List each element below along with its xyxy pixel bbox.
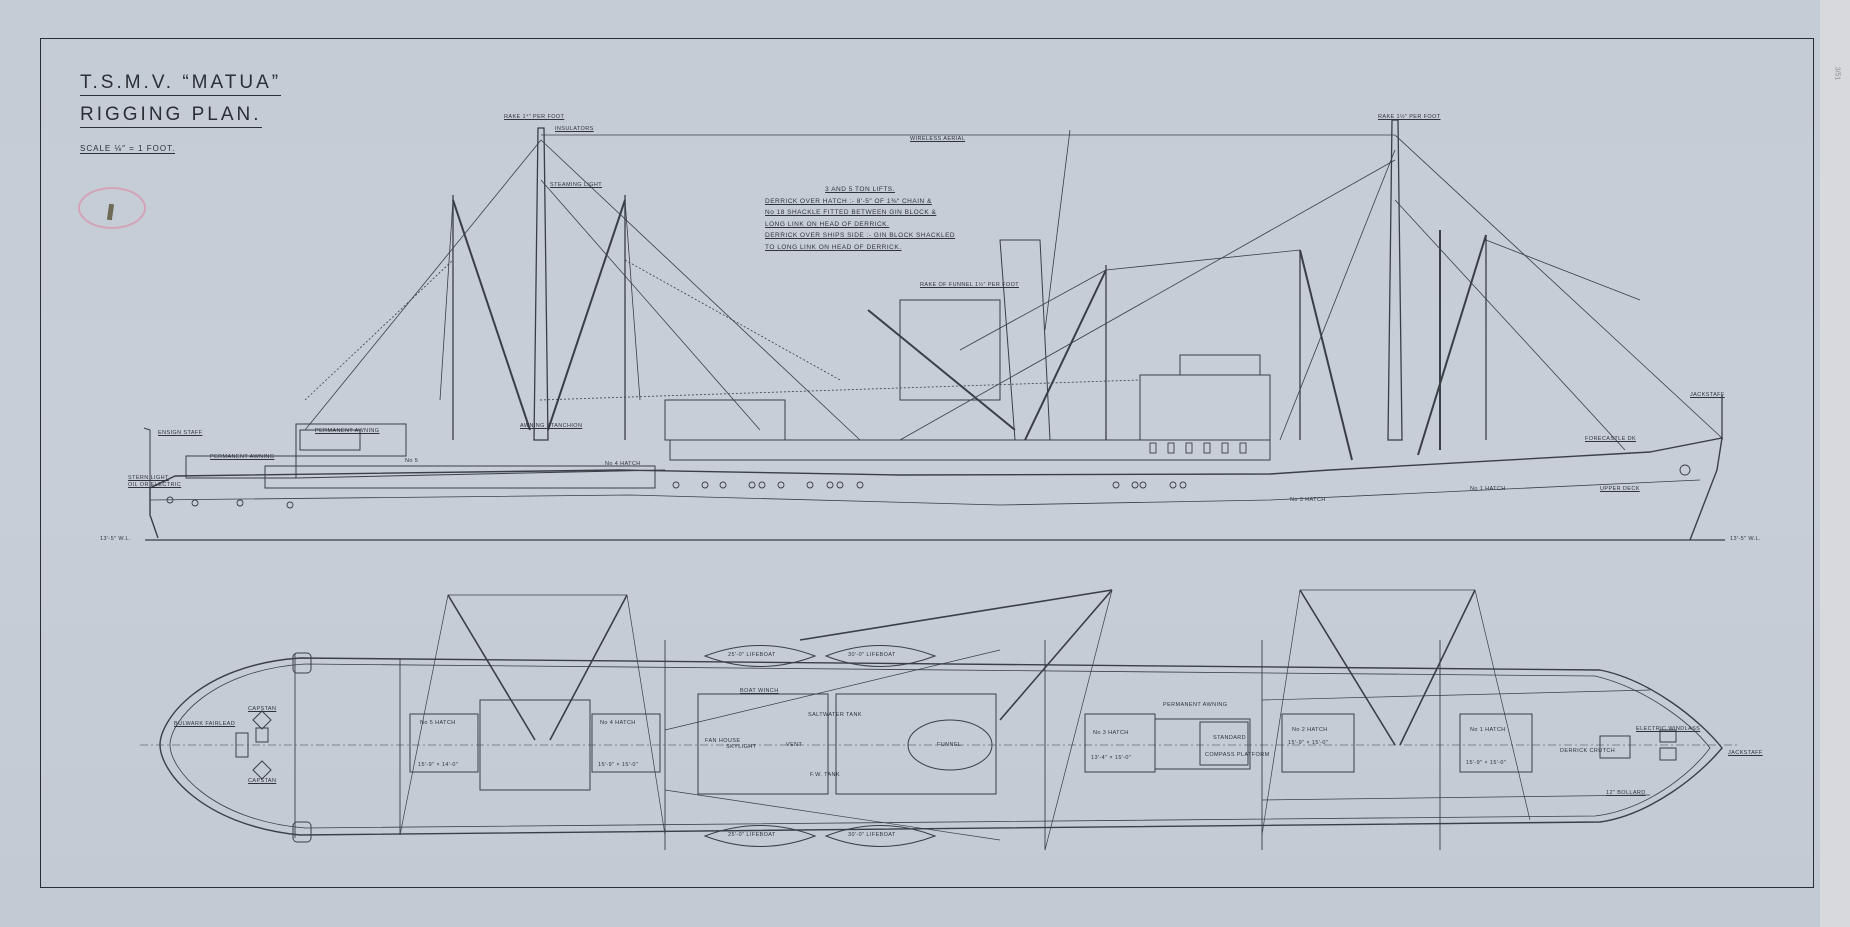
capstan-label: CAPSTAN: [248, 778, 277, 784]
hatch-no5-label: No 5 HATCH: [420, 720, 456, 726]
lifeboat-label: 30′-0″ LIFEBOAT: [848, 652, 896, 658]
standard-compass-label: STANDARD: [1213, 735, 1247, 741]
hatch-no2-label: No 2 HATCH: [1292, 727, 1328, 733]
electric-windlass-label: ELECTRIC WINDLASS: [1636, 726, 1701, 732]
note-line: LONG LINK ON HEAD OF DERRICK.: [765, 220, 890, 228]
forecastle-deck-label: FORECASTLE DK: [1585, 436, 1637, 442]
note-line: TO LONG LINK ON HEAD OF DERRICK.: [765, 243, 902, 251]
steaming-light-label: STEAMING LIGHT: [550, 182, 603, 188]
permanent-awning-plan-label: PERMANENT AWNING: [1163, 702, 1228, 708]
ensign-staff-label: ENSIGN STAFF: [158, 430, 203, 436]
hatch-no4: [591, 713, 661, 773]
lifts-note: 3 AND 5 TON LIFTS. DERRICK OVER HATCH :-…: [765, 184, 955, 253]
lifeboat-label: 30′-0″ LIFEBOAT: [848, 832, 896, 838]
hatch-no1-elev-label: No 1 HATCH: [1470, 486, 1506, 492]
hatch-no4-label: No 4 HATCH: [600, 720, 636, 726]
hatch-no4-size: 15′-9″ × 15′-0″: [598, 762, 639, 768]
hatch-no2: [1281, 713, 1355, 773]
hatch-no3-size: 13′-4″ × 15′-0″: [1091, 755, 1132, 761]
hatch-no2-size: 15′-9″ × 15′-0″: [1288, 740, 1329, 746]
hatch-no1-size: 15′-9″ × 15′-0″: [1466, 760, 1507, 766]
lifeboat-label: 25′-0″ LIFEBOAT: [728, 832, 776, 838]
elevation-view: [143, 119, 1725, 541]
hatch-no3-elev-label: No 3 HATCH: [1290, 497, 1326, 503]
wireless-aerial-label: WIRELESS AERIAL: [910, 136, 966, 142]
permanent-awning-aft-label: PERMANENT AWNING: [210, 454, 275, 460]
jackstaff-plan-label: JACKSTAFF: [1728, 750, 1763, 756]
plan-title: RIGGING PLAN.: [80, 104, 262, 128]
drawing-border: [40, 38, 1814, 888]
fw-tank-label: F.W. TANK: [810, 772, 840, 778]
permanent-awning-label: PERMANENT AWNING: [315, 428, 380, 434]
scale-note: SCALE ⅛″ = 1 FOOT.: [80, 144, 176, 154]
hatch-no1-label: No 1 HATCH: [1470, 727, 1506, 733]
lifeboat-label: 25′-0″ LIFEBOAT: [728, 652, 776, 658]
compass-platform-label: COMPASS PLATFORM: [1205, 752, 1270, 758]
funnel-rake-label: RAKE OF FUNNEL 1½″ PER FOOT: [920, 282, 1020, 288]
salt-water-tank-label: SALTWATER TANK: [808, 712, 862, 718]
skylight-label: SKYLIGHT: [726, 744, 757, 750]
aft-mast-rake-label: RAKE 1⁴″ PER FOOT: [504, 114, 565, 120]
fore-mast-rake-label: RAKE 1½″ PER FOOT: [1378, 114, 1441, 120]
hatch-no3: [1084, 713, 1156, 773]
title-block: T.S.M.V. “MATUA” RIGGING PLAN. SCALE ⅛″ …: [80, 72, 282, 156]
hatch-no5: [409, 713, 479, 773]
hatch-no4-elev-label: No 4 HATCH: [605, 461, 641, 467]
bollard-label: 12″ BOLLARD: [1606, 790, 1646, 796]
upper-deck-label: UPPER DECK: [1600, 486, 1640, 492]
note-line: DERRICK OVER SHIPS SIDE :- GIN BLOCK SHA…: [765, 232, 956, 239]
capstan-label: CAPSTAN: [248, 706, 277, 712]
jackstaff-label: JACKSTAFF: [1690, 392, 1725, 398]
hatch-no3-label: No 3 HATCH: [1093, 730, 1129, 736]
stern-light-label: STERN LIGHT: [128, 475, 169, 481]
hatch-no1: [1459, 713, 1533, 773]
derrick-crutch-label: DERRICK CRUTCH: [1560, 748, 1616, 754]
waterline-fwd-label: 13′-5″ W.L.: [1730, 536, 1761, 542]
hatch-no5-size: 15′-9″ × 14′-0″: [418, 762, 459, 768]
awning-stanchion-label: AWNING STANCHION: [520, 423, 583, 429]
stern-light-type-label: OIL OR ELECTRIC: [128, 482, 182, 488]
vessel-title: T.S.M.V. “MATUA”: [80, 72, 282, 96]
vent-label: VENT: [786, 742, 803, 748]
sheet-edge: [1820, 0, 1850, 927]
note-line: No 18 SHACKLE FITTED BETWEEN GIN BLOCK &: [765, 209, 937, 216]
plan-view: [140, 589, 1740, 851]
bulwark-fairlead-label: BULWARK FAIRLEAD: [174, 721, 236, 727]
boat-winch-label: BOAT WINCH: [740, 688, 779, 694]
funnel-label: FUNNEL: [937, 742, 962, 748]
hatch-no5-elev-label: No 5: [405, 458, 419, 464]
waterline-aft-label: 13′-5″ W.L.: [100, 536, 131, 542]
fan-house-label: FAN HOUSE: [705, 738, 741, 744]
note-heading: 3 AND 5 TON LIFTS.: [825, 186, 895, 193]
oval-stamp: [78, 187, 146, 229]
note-line: DERRICK OVER HATCH :- 8′-5″ OF 1⅜″ CHAIN…: [765, 197, 932, 205]
insulators-label: INSULATORS: [555, 126, 594, 132]
